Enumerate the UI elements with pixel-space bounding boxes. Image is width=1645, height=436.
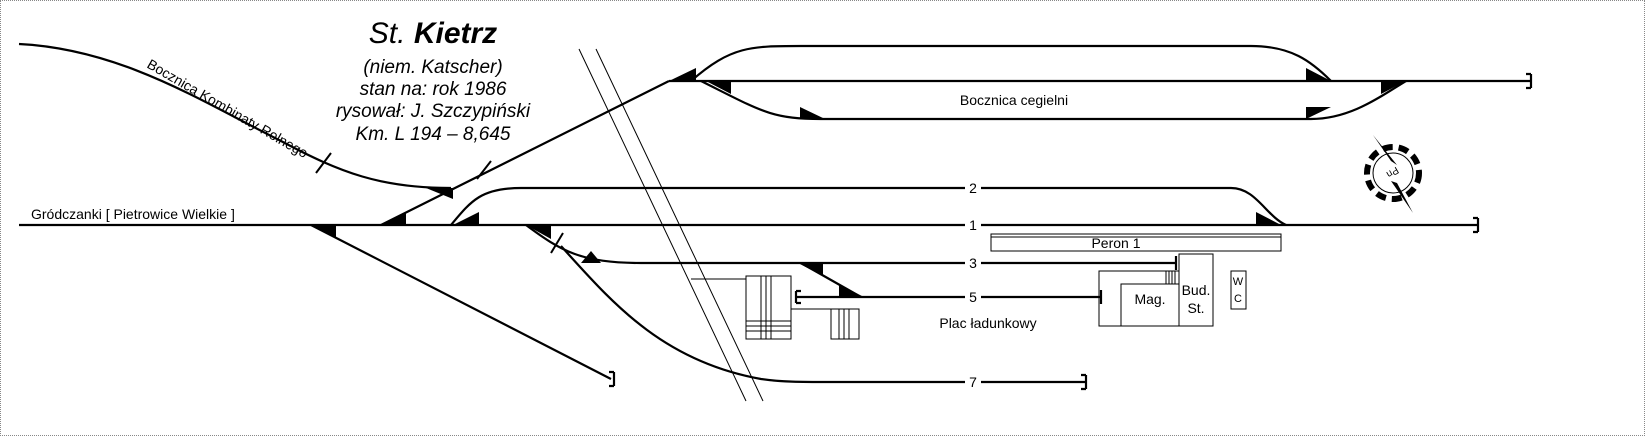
subtitle-author: rysował: J. Szczypiński	[336, 101, 531, 122]
subtitle-km: Km. L 194 – 8,645	[356, 124, 511, 145]
station-building	[1178, 253, 1214, 327]
track-label-3: 3	[969, 255, 977, 271]
track-2	[450, 186, 1287, 227]
track-branch-south	[310, 224, 616, 388]
loading-ramps	[745, 275, 860, 340]
warehouse-label: Mag.	[1134, 291, 1165, 307]
track-label-2: 2	[969, 180, 977, 196]
track-brick-main	[669, 72, 1533, 90]
track-label-7: 7	[969, 374, 977, 390]
ramp-stripes	[1165, 271, 1176, 284]
track-label-5: 5	[969, 289, 977, 305]
siding-agri-label: Bocznica Kombinaty Rolnego	[145, 56, 312, 161]
station-building-label-1: Bud.	[1182, 282, 1211, 298]
siding-brick-label: Bocznica cegielni	[960, 92, 1068, 108]
wc-label-1: W	[1233, 276, 1244, 288]
subtitle-date: stan na: rok 1986	[360, 79, 507, 100]
road-branch	[691, 278, 831, 310]
track-brick-upper	[690, 44, 1332, 82]
track-1	[19, 216, 1480, 234]
track-diagonal	[380, 80, 670, 226]
road-crossing	[578, 48, 764, 402]
wc-label-2: C	[1234, 293, 1242, 305]
track-7	[560, 245, 1088, 391]
compass-label: Pn	[1384, 164, 1400, 180]
loading-yard-label: Plac ładunkowy	[939, 315, 1036, 331]
derailer-markers	[315, 152, 564, 254]
compass-icon: Pn	[1364, 135, 1422, 213]
wc-building	[1230, 270, 1247, 310]
track-siding-agri	[18, 42, 452, 190]
switch-markers	[311, 68, 1406, 297]
track-3	[525, 224, 1178, 270]
platform-label: Peron 1	[1091, 235, 1140, 251]
title: St. Kietrz	[369, 17, 497, 50]
platform-1: Peron 1	[990, 233, 1282, 252]
track-label-1: 1	[969, 217, 977, 233]
station-building-label-2: St.	[1187, 300, 1204, 316]
subtitle-german: (niem. Katscher)	[363, 57, 502, 78]
direction-label: Gródczanki [ Pietrowice Wielkie ]	[31, 206, 235, 222]
track-5	[794, 262, 1103, 305]
